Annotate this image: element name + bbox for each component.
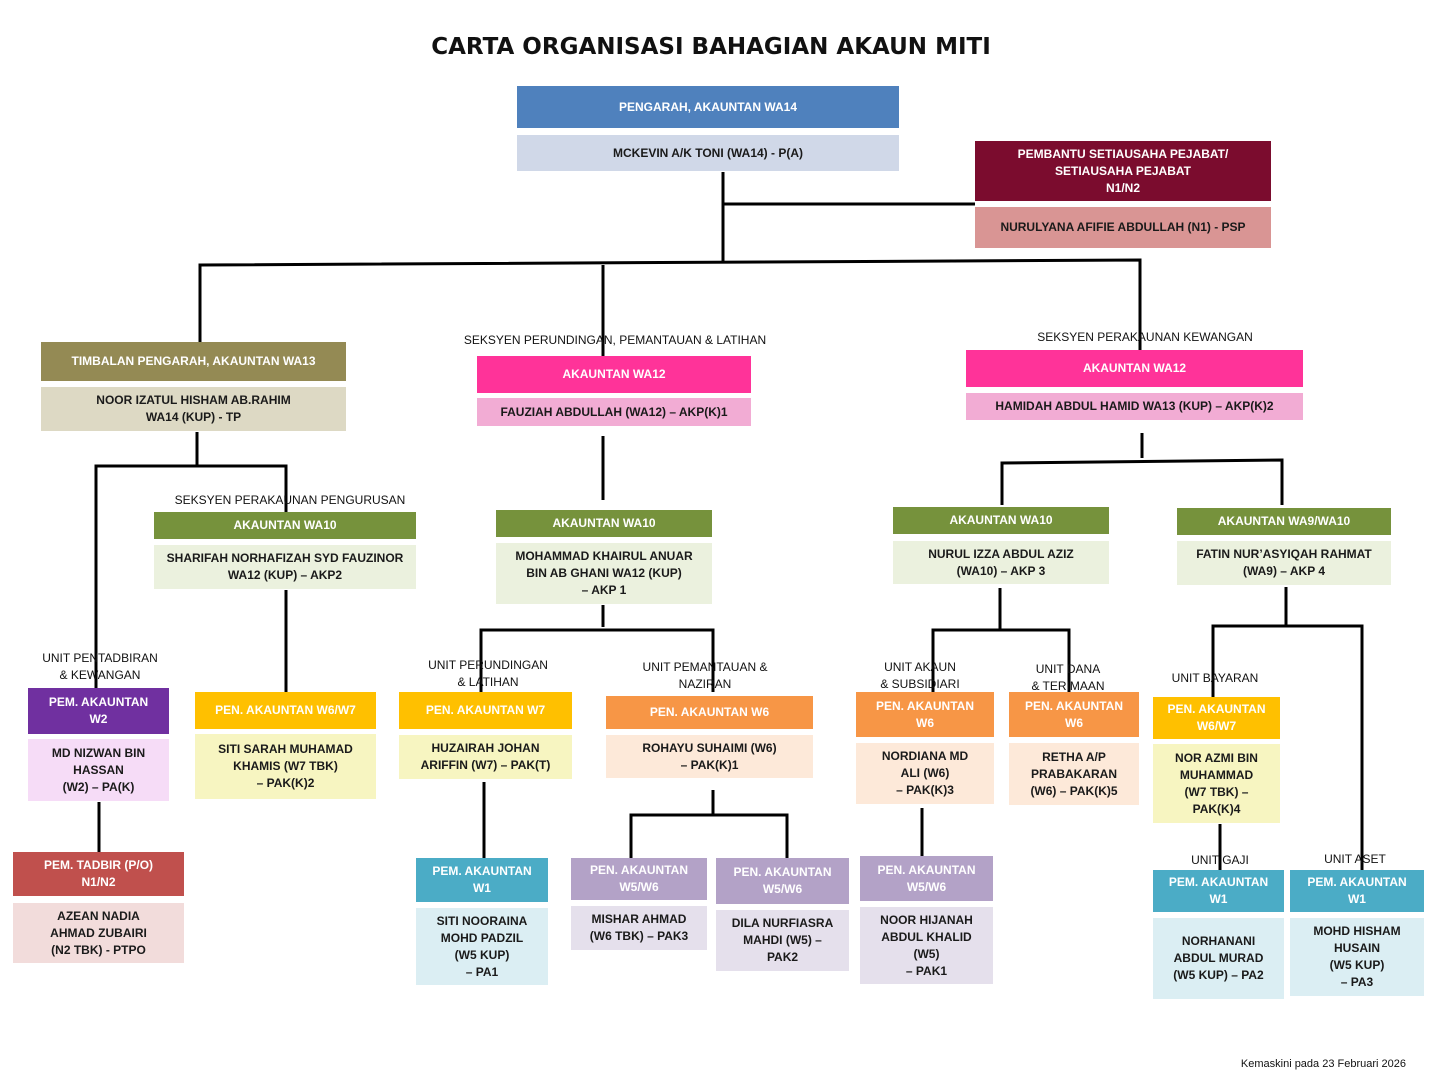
label-seksyen-perundingan: SEKSYEN PERUNDINGAN, PEMANTAUAN & LATIHA…: [463, 333, 767, 347]
node-pak-role: PEM. AKAUNTAN W2: [28, 688, 169, 734]
label-unit-gaji: UNIT GAJI: [1191, 853, 1249, 867]
node-pak3-role: PEN. AKAUNTAN W5/W6: [571, 858, 707, 900]
node-pakt-role: PEN. AKAUNTAN W7: [399, 692, 572, 729]
node-pa1-role: PEM. AKAUNTAN W1: [416, 858, 548, 902]
label-unit-akaun: UNIT AKAUN & SUBSIDIARI: [880, 660, 960, 691]
connector: [94, 464, 288, 690]
node-pakk3-role: PEN. AKAUNTAN W6: [856, 692, 994, 737]
label-unit-perundingan: UNIT PERUNDINGAN & LATIHAN: [428, 658, 548, 689]
node-pa1-name: SITI NOORAINA MOHD PADZIL (W5 KUP) – PA1: [416, 908, 548, 985]
connector: [198, 258, 1142, 350]
connector: [931, 628, 1071, 692]
node-pakt-name: HUZAIRAH JOHAN ARIFFIN (W7) – PAK(T): [399, 735, 572, 779]
node-pa3-name: MOHD HISHAM HUSAIN (W5 KUP) – PA3: [1290, 918, 1424, 996]
node-pakk1-name: ROHAYU SUHAIMI (W6) – PAK(K)1: [606, 735, 813, 778]
footer-updated-date: Kemaskini pada 23 Februari 2026: [1240, 1058, 1406, 1070]
node-akp1-name: MOHAMMAD KHAIRUL ANUAR BIN AB GHANI WA12…: [496, 543, 712, 604]
node-akpk1-name: FAUZIAH ABDULLAH (WA12) – AKP(K)1: [477, 398, 751, 426]
node-pakk2-role: PEN. AKAUNTAN W6/W7: [195, 692, 376, 729]
node-akp4-role: AKAUNTAN WA9/WA10: [1177, 508, 1391, 535]
node-pakk2-name: SITI SARAH MUHAMAD KHAMIS (W7 TBK) – PAK…: [195, 734, 376, 799]
node-pak-name: MD NIZWAN BIN HASSAN (W2) – PA(K): [28, 739, 169, 801]
node-pa2-role: PEM. AKAUNTAN W1: [1153, 870, 1284, 912]
node-pak1-name: NOOR HIJANAH ABDUL KHALID (W5) – PAK1: [860, 907, 993, 984]
connector: [1000, 458, 1284, 505]
label-unit-pentadbiran: UNIT PENTADBIRAN & KEWANGAN: [42, 651, 158, 682]
node-pak2-role: PEN. AKAUNTAN W5/W6: [716, 858, 849, 904]
node-akp4-name: FATIN NUR’ASYIQAH RAHMAT (WA9) – AKP 4: [1177, 541, 1391, 585]
node-akp1-role: AKAUNTAN WA10: [496, 510, 712, 537]
connector: [629, 813, 789, 858]
node-tp-name: NOOR IZATUL HISHAM AB.RAHIM WA14 (KUP) -…: [41, 387, 346, 431]
node-pakk5-name: RETHA A/P PRABAKARAN (W6) – PAK(K)5: [1009, 743, 1139, 805]
node-pakk5-role: PEN. AKAUNTAN W6: [1009, 692, 1139, 737]
node-ptpo-name: AZEAN NADIA AHMAD ZUBAIRI (N2 TBK) - PTP…: [13, 903, 184, 963]
connector: [1211, 624, 1364, 870]
node-akp2-name: SHARIFAH NORHAFIZAH SYD FAUZINOR WA12 (K…: [154, 545, 416, 589]
node-pakk4-role: PEN. AKAUNTAN W6/W7: [1153, 697, 1280, 739]
node-pa3-role: PEM. AKAUNTAN W1: [1290, 870, 1424, 912]
node-pengarah-role: PENGARAH, AKAUNTAN WA14: [517, 86, 899, 128]
node-akp3-role: AKAUNTAN WA10: [893, 507, 1109, 534]
node-pak1-role: PEN. AKAUNTAN W5/W6: [860, 856, 993, 901]
connector: [479, 628, 715, 692]
node-psp-role: PEMBANTU SETIAUSAHA PEJABAT/ SETIAUSAHA …: [975, 141, 1271, 201]
node-pakk1-role: PEN. AKAUNTAN W6: [606, 696, 813, 729]
node-tp-role: TIMBALAN PENGARAH, AKAUNTAN WA13: [41, 342, 346, 381]
node-ptpo-role: PEM. TADBIR (P/O) N1/N2: [13, 852, 184, 896]
label-seksyen-perakaunan-kewangan: SEKSYEN PERAKAUNAN KEWANGAN: [1037, 330, 1253, 344]
chart-title: CARTA ORGANISASI BAHAGIAN AKAUN MITI: [431, 34, 991, 60]
node-akpk2-name: HAMIDAH ABDUL HAMID WA13 (KUP) – AKP(K)2: [966, 393, 1303, 420]
node-pengarah-name: MCKEVIN A/K TONI (WA14) - P(A): [517, 135, 899, 171]
node-akpk2-role: AKAUNTAN WA12: [966, 350, 1303, 387]
node-pak2-name: DILA NURFIASRA MAHDI (W5) – PAK2: [716, 910, 849, 971]
label-unit-bayaran: UNIT BAYARAN: [1171, 671, 1259, 685]
node-pakk3-name: NORDIANA MD ALI (W6) – PAK(K)3: [856, 743, 994, 804]
node-psp-name: NURULYANA AFIFIE ABDULLAH (N1) - PSP: [975, 207, 1271, 248]
node-pa2-name: NORHANANI ABDUL MURAD (W5 KUP) – PA2: [1153, 918, 1284, 999]
label-unit-dana: UNIT DANA & TERIMAAN: [1031, 662, 1105, 693]
node-pakk4-name: NOR AZMI BIN MUHAMMAD (W7 TBK) – PAK(K)4: [1153, 744, 1280, 823]
node-akp3-name: NURUL IZZA ABDUL AZIZ (WA10) – AKP 3: [893, 541, 1109, 584]
node-akpk1-role: AKAUNTAN WA12: [477, 356, 751, 393]
node-akp2-role: AKAUNTAN WA10: [154, 512, 416, 539]
label-unit-aset: UNIT ASET: [1324, 852, 1386, 866]
label-seksyen-perakaunan-pengurusan: SEKSYEN PERAKAUNAN PENGURUSAN: [174, 493, 406, 507]
label-unit-pemantauan: UNIT PEMANTAUAN & NAZIRAN: [642, 660, 768, 691]
node-pak3-name: MISHAR AHMAD (W6 TBK) – PAK3: [571, 906, 707, 950]
